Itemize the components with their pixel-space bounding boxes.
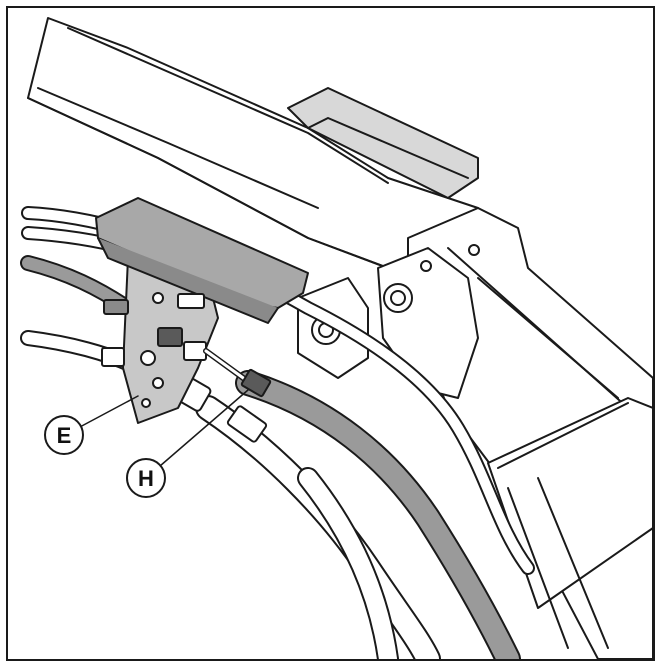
hose-curve-bottom-fill bbox=[299, 469, 397, 659]
small-bolt-a bbox=[420, 260, 432, 272]
callout-e-leader bbox=[77, 395, 139, 429]
cylinder-rod bbox=[507, 487, 569, 649]
cylinder-band bbox=[497, 402, 629, 469]
callout-e-circle bbox=[44, 415, 84, 455]
bracket-hole-3 bbox=[152, 377, 164, 389]
boom-arm-inner-line bbox=[37, 87, 319, 209]
callout-h-circle bbox=[126, 458, 166, 498]
pivot-bolt-large-inner bbox=[390, 290, 406, 306]
callout-h-leader bbox=[159, 389, 249, 467]
illustration-frame: E H bbox=[6, 6, 655, 661]
cylinder-body bbox=[487, 397, 653, 609]
fitting-mid-1 bbox=[157, 327, 183, 347]
fitting-large-2 bbox=[226, 405, 268, 443]
left-fitting-2 bbox=[101, 347, 125, 367]
left-fitting-1 bbox=[103, 299, 129, 315]
fitting-mid-2 bbox=[183, 341, 207, 361]
right-column-inner bbox=[477, 277, 619, 399]
fitting-top bbox=[177, 293, 205, 309]
small-bolt-b bbox=[468, 244, 480, 256]
hydraulic-bracket-illustration: E H bbox=[20, 17, 653, 659]
callout-h-label: H bbox=[138, 466, 154, 491]
top-guard-fold bbox=[307, 117, 469, 179]
cylinder-rod-2 bbox=[537, 477, 609, 649]
callout-e-label: E bbox=[57, 423, 72, 448]
bracket-hole-4 bbox=[141, 398, 151, 408]
hose-gray-main-fill bbox=[237, 372, 519, 659]
boom-arm-edge bbox=[27, 97, 389, 269]
bracket-hole-2 bbox=[140, 350, 156, 366]
bracket-cover-fold bbox=[97, 237, 279, 324]
fitting-h bbox=[240, 368, 272, 398]
tube-to-h-fill bbox=[204, 349, 248, 382]
boom-arm-top-line bbox=[67, 27, 389, 184]
hose-white-bottom-fill bbox=[197, 397, 439, 659]
bracket-hole-1 bbox=[152, 292, 164, 304]
